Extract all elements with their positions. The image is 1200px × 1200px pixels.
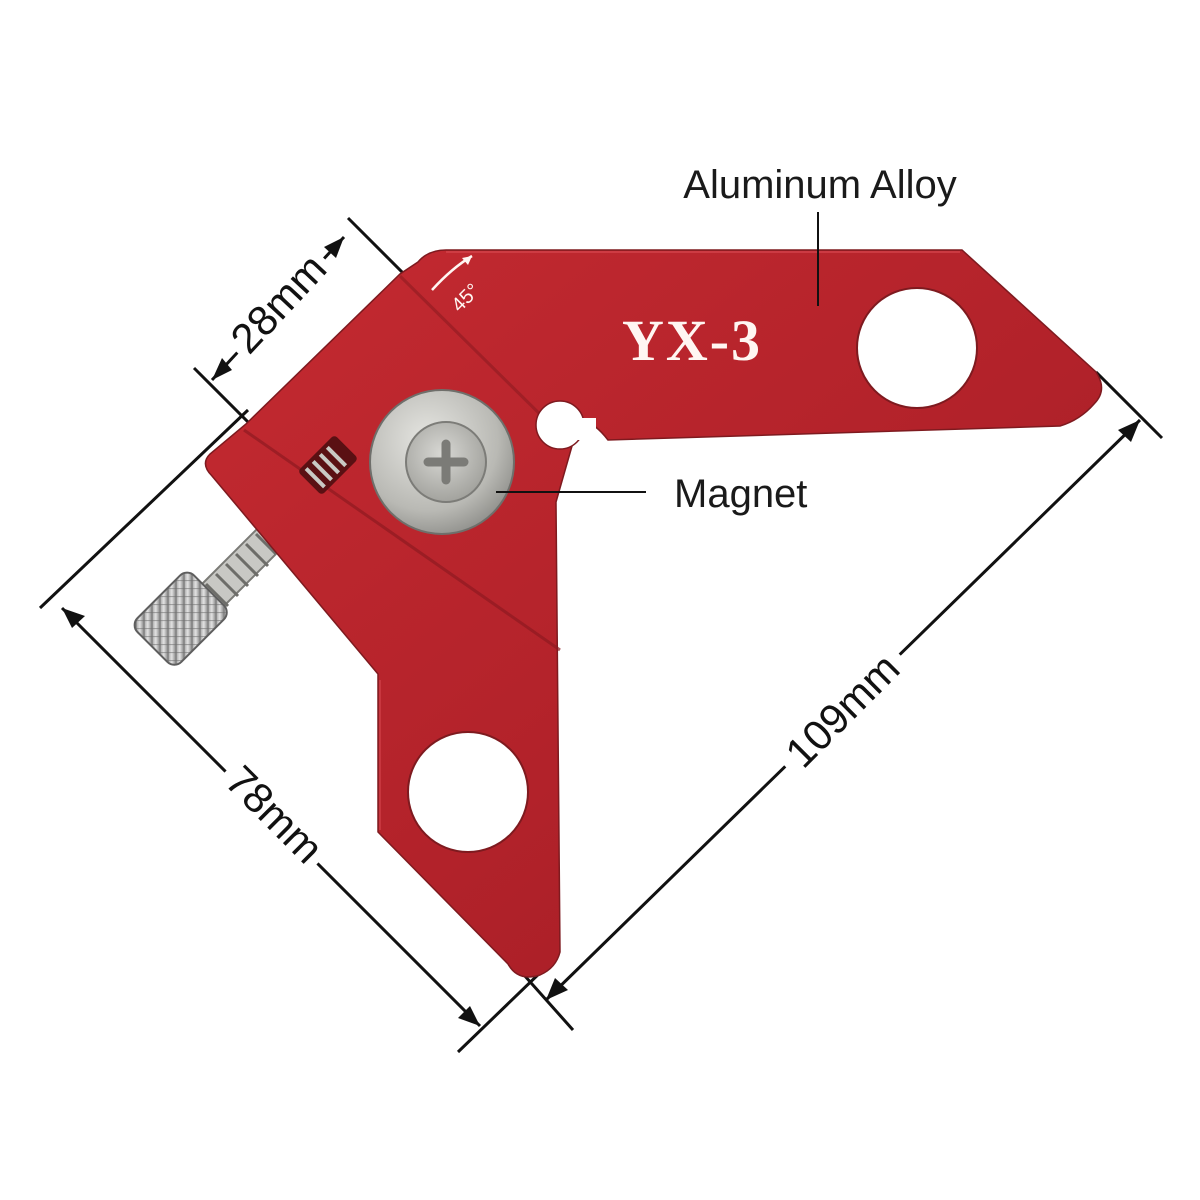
material-callout: Aluminum Alloy [683,163,957,306]
long-leg-dimension-label: 109mm [776,644,908,776]
knurled-knob [133,571,228,666]
mounting-hole-top [856,287,978,409]
width-dimension-label: 28mm [221,245,335,362]
model-label: YX-3 [622,308,762,373]
magnet-callout: Magnet [496,472,807,516]
magnet-callout-label: Magnet [674,472,807,516]
short-leg-dimension: 78mm [209,748,341,880]
set-screw [299,436,357,494]
screw-thread [194,526,280,614]
thumb-screw [133,526,280,666]
dimension-arrowheads [62,237,1140,1026]
magnet [369,389,515,535]
short-leg-dimension-label: 78mm [217,756,333,872]
material-callout-label: Aluminum Alloy [683,163,956,207]
clamp-body: 45° YX-3 [204,249,1103,978]
phillips-screw-icon [423,439,469,485]
long-leg-dimension: 109mm [765,633,919,787]
mounting-hole-bottom [407,731,529,853]
